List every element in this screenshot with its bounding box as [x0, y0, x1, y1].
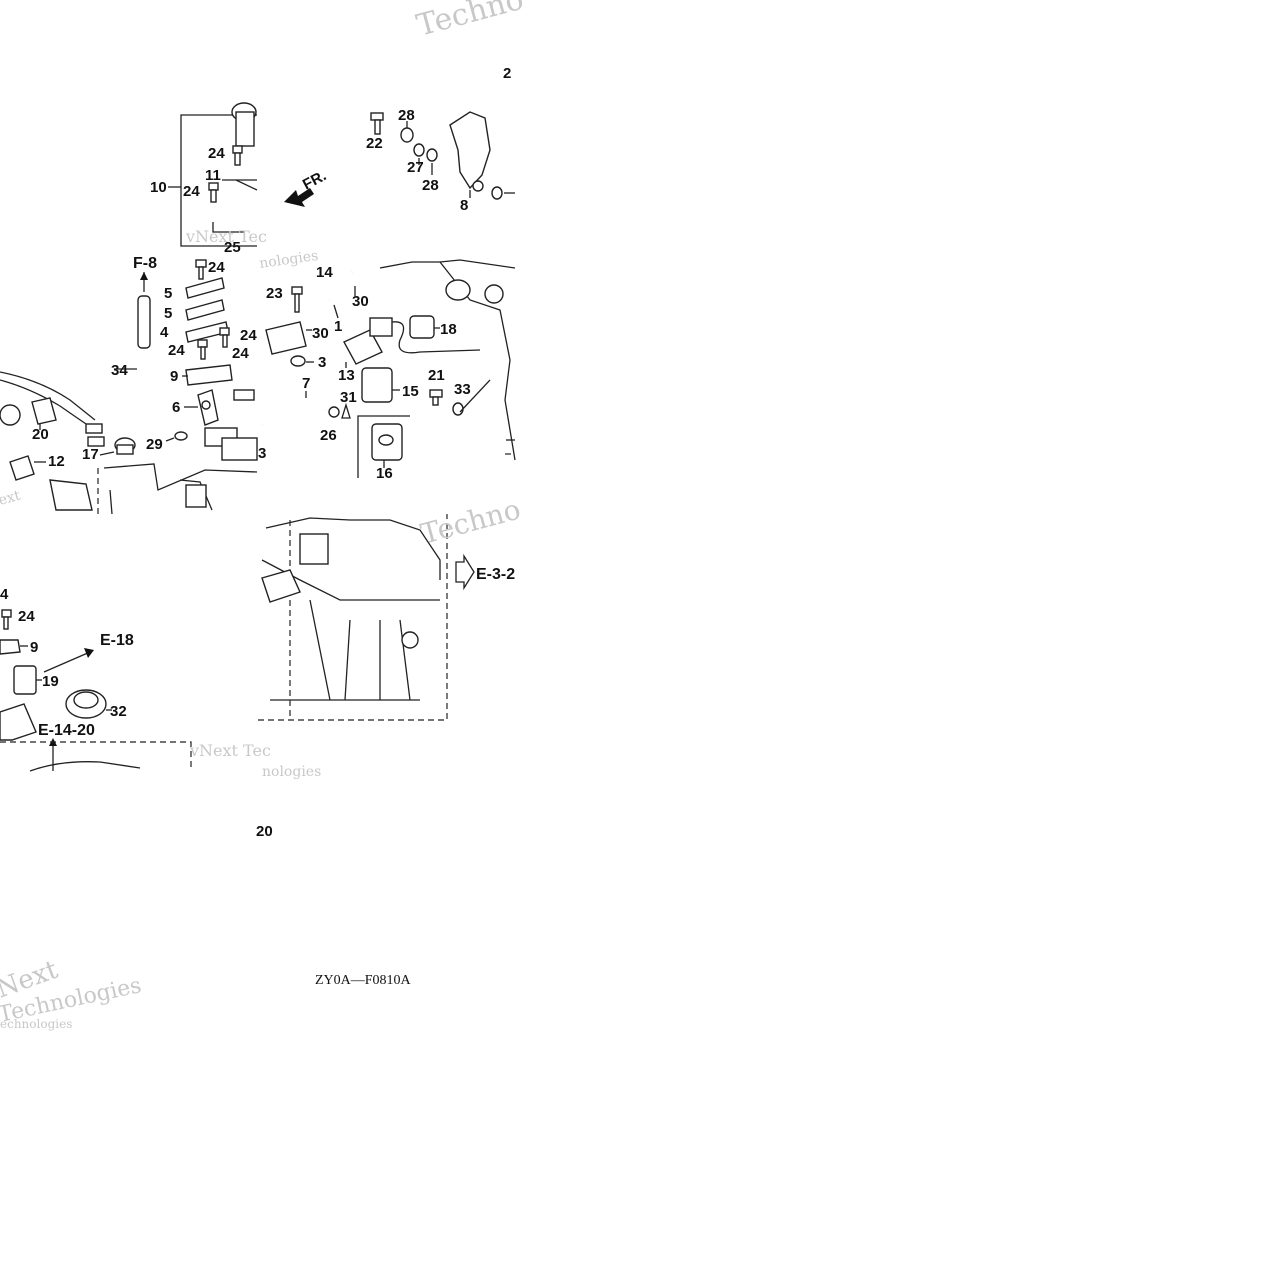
callout-13: 13: [338, 367, 355, 384]
nut-27-part: [413, 143, 425, 157]
callout-20: 20: [32, 426, 49, 443]
callout-24: 24: [232, 345, 249, 362]
front-direction-arrow: FR.: [284, 167, 329, 207]
ref-e3-2: E-3-2: [476, 566, 515, 583]
callout-24: 24: [208, 145, 225, 162]
hose-34-part: [137, 295, 151, 349]
callout-27: 27: [407, 159, 424, 176]
tile-center: nologies 1 14 30 23 3 30 7 31 26 13: [258, 248, 516, 482]
watermark: nologies: [262, 764, 321, 780]
callout-9: 9: [30, 639, 38, 656]
callout-1: 1: [334, 318, 342, 335]
watermark: nologies: [258, 248, 319, 272]
callout-12: 12: [48, 453, 65, 470]
callout-8: 8: [460, 197, 468, 214]
ref-f8: F-8: [133, 255, 157, 272]
callout-28: 28: [422, 177, 439, 194]
callout-30: 30: [312, 325, 329, 342]
callout-28: 28: [398, 107, 415, 124]
callout-30: 30: [352, 293, 369, 310]
callout-11: 11: [205, 167, 221, 184]
callout-2-fragment: 2: [503, 65, 511, 82]
callout-4: 4: [160, 324, 169, 341]
callout-4-fragment: 4: [0, 586, 9, 603]
tile-top-right: 28 22 27 28 8 2 Techno: [366, 0, 527, 214]
callout-3-fragment: 3: [258, 445, 266, 462]
callout-18: 18: [440, 321, 457, 338]
washer-28-part: [400, 127, 414, 143]
ref-e14-20: E-14-20: [38, 722, 95, 739]
tile-bottom-center: E-3-2 Techno nologies: [258, 493, 524, 780]
callout-16: 16: [376, 465, 393, 482]
callout-24: 24: [240, 327, 257, 344]
callout-9: 9: [170, 368, 178, 385]
callout-10: 10: [150, 179, 167, 196]
callout-21: 21: [428, 367, 445, 384]
watermark: Techno: [417, 493, 524, 551]
callout-29: 29: [146, 436, 163, 453]
callout-5: 5: [164, 285, 172, 302]
callout-15: 15: [402, 383, 419, 400]
watermark: ext: [0, 488, 22, 509]
callout-20-fragment: 20: [256, 823, 273, 840]
callout-32: 32: [110, 703, 127, 720]
tile-middle-left: F-8 34 24 5 5 4 24 24 24 9 6: [0, 255, 266, 515]
callout-33: 33: [454, 381, 471, 398]
bolt-22-part: [370, 112, 384, 135]
ref-e18: E-18: [100, 632, 134, 649]
watermark: vNext Tec: [189, 741, 271, 760]
lever-8-part: [449, 111, 491, 190]
callout-26: 26: [320, 427, 337, 444]
callout-6: 6: [172, 399, 180, 416]
callout-14: 14: [316, 264, 333, 281]
callout-17: 17: [82, 446, 99, 463]
callout-25: 25: [224, 239, 241, 256]
drawing-code: ZY0A—F0810A: [315, 973, 412, 988]
callout-23: 23: [266, 285, 283, 302]
watermark: Techno: [413, 0, 527, 44]
callout-24: 24: [183, 183, 200, 200]
front-label: FR.: [300, 167, 329, 193]
tile-top-left: 24 11 10 24 25 vNext Tec FR.: [150, 102, 329, 256]
callout-24: 24: [18, 608, 35, 625]
callout-7: 7: [302, 375, 310, 392]
callout-19: 19: [42, 673, 59, 690]
callout-31: 31: [340, 389, 357, 406]
callout-24: 24: [208, 259, 225, 276]
callout-24: 24: [168, 342, 185, 359]
callout-3: 3: [318, 354, 326, 371]
callout-34: 34: [111, 362, 128, 379]
washer-28b-part: [426, 148, 438, 162]
tile-bottom-left: 24 4 9 E-18 19 32 E-14-20 vNext Tec: [0, 586, 271, 772]
watermark: vNext Tec: [185, 227, 267, 246]
callout-22: 22: [366, 135, 383, 152]
watermark: echnologies: [0, 1017, 72, 1031]
inset-frame: [180, 114, 257, 247]
callout-5: 5: [164, 305, 172, 322]
